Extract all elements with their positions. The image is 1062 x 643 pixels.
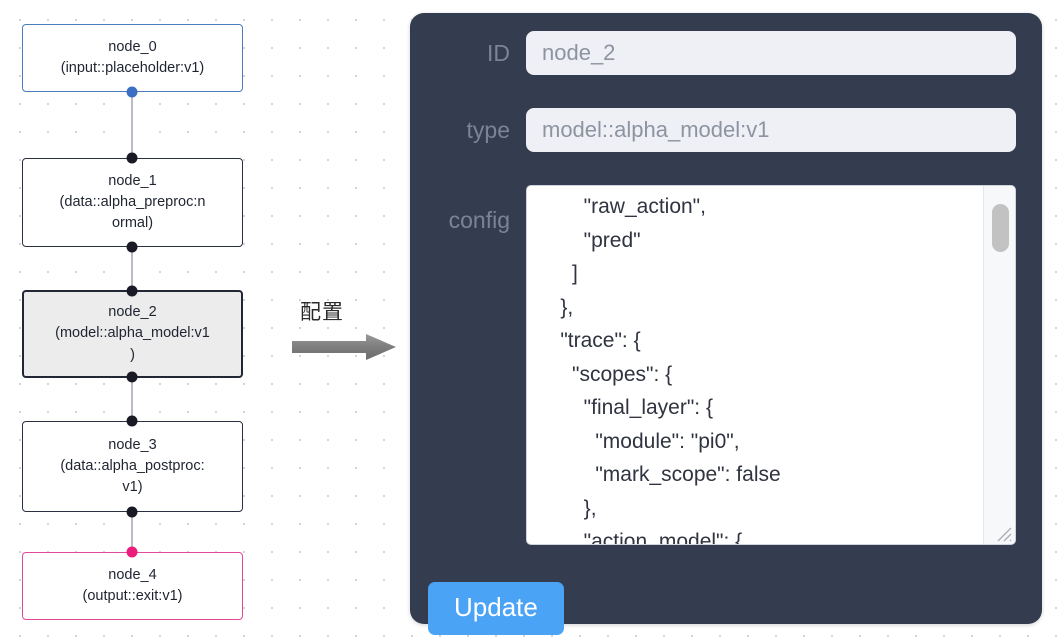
graph-node-node_4[interactable]: node_4 (output::exit:v1): [22, 552, 243, 620]
edge-node0-node1: [131, 92, 133, 158]
type-input[interactable]: model::alpha_model:v1: [526, 108, 1016, 152]
node-label-line: ): [130, 346, 135, 363]
graph-node-node_2[interactable]: node_2 (model::alpha_model:v1 ): [22, 290, 243, 378]
graph-node-node_0[interactable]: node_0 (input::placeholder:v1): [22, 24, 243, 92]
config-scrollbar-thumb[interactable]: [992, 204, 1009, 252]
field-row-config: config "raw_action", "pred" ] }, "trace"…: [428, 185, 1016, 545]
node-handle-source-node_2[interactable]: [126, 371, 138, 383]
node-label-line: (input::placeholder:v1): [60, 60, 205, 76]
edge-node3-node4: [131, 512, 133, 552]
id-input[interactable]: node_2: [526, 31, 1016, 75]
field-row-id: ID node_2: [428, 31, 1016, 75]
node-label-line: node_0: [108, 38, 157, 55]
node-handle-source-node_1[interactable]: [126, 241, 138, 253]
node-label-line: node_1: [108, 172, 157, 189]
node-handle-target-node_3[interactable]: [126, 415, 138, 427]
node-handle-source-node_0[interactable]: [126, 86, 138, 98]
right-arrow-icon: [292, 334, 396, 360]
id-field-label: ID: [487, 39, 510, 66]
node-handle-target-node_2[interactable]: [126, 285, 138, 297]
config-scrollbar[interactable]: [983, 186, 1015, 544]
node-label-line: node_3: [108, 436, 157, 453]
node-label-line: node_4: [108, 566, 157, 583]
type-field-label: type: [466, 116, 510, 143]
node-handle-source-node_3[interactable]: [126, 506, 138, 518]
node-label-line: (data::alpha_preproc:n: [59, 193, 206, 210]
node-label-line: (output::exit:v1): [82, 588, 183, 604]
node-label-line: v1): [122, 479, 143, 495]
node-label-line: (data::alpha_postproc:: [60, 457, 205, 474]
graph-node-node_3[interactable]: node_3 (data::alpha_postproc: v1): [22, 421, 243, 512]
node-handle-target-node_4[interactable]: [126, 546, 138, 558]
update-button[interactable]: Update: [428, 582, 564, 635]
config-textarea[interactable]: "raw_action", "pred" ] }, "trace": { "sc…: [560, 195, 781, 545]
edge-node2-node3: [131, 377, 133, 421]
node-label-line: ormal): [111, 215, 154, 231]
graph-node-node_1[interactable]: node_1 (data::alpha_preproc:n ormal): [22, 158, 243, 247]
node-config-panel: ID node_2 type model::alpha_model:v1 con…: [410, 13, 1042, 635]
resize-handle-icon[interactable]: [995, 525, 1013, 543]
node-handle-target-node_1[interactable]: [126, 152, 138, 164]
annotation-label: 配置: [300, 300, 344, 324]
node-label-line: (model::alpha_model:v1: [55, 325, 210, 342]
config-field-label: config: [448, 207, 510, 233]
annotation-arrow-group: 配置: [292, 296, 402, 366]
edge-node1-node2: [131, 247, 133, 297]
config-textarea-wrapper: "raw_action", "pred" ] }, "trace": { "sc…: [526, 185, 1016, 545]
node-label-line: node_2: [108, 304, 157, 321]
field-row-type: type model::alpha_model:v1: [428, 108, 1016, 152]
